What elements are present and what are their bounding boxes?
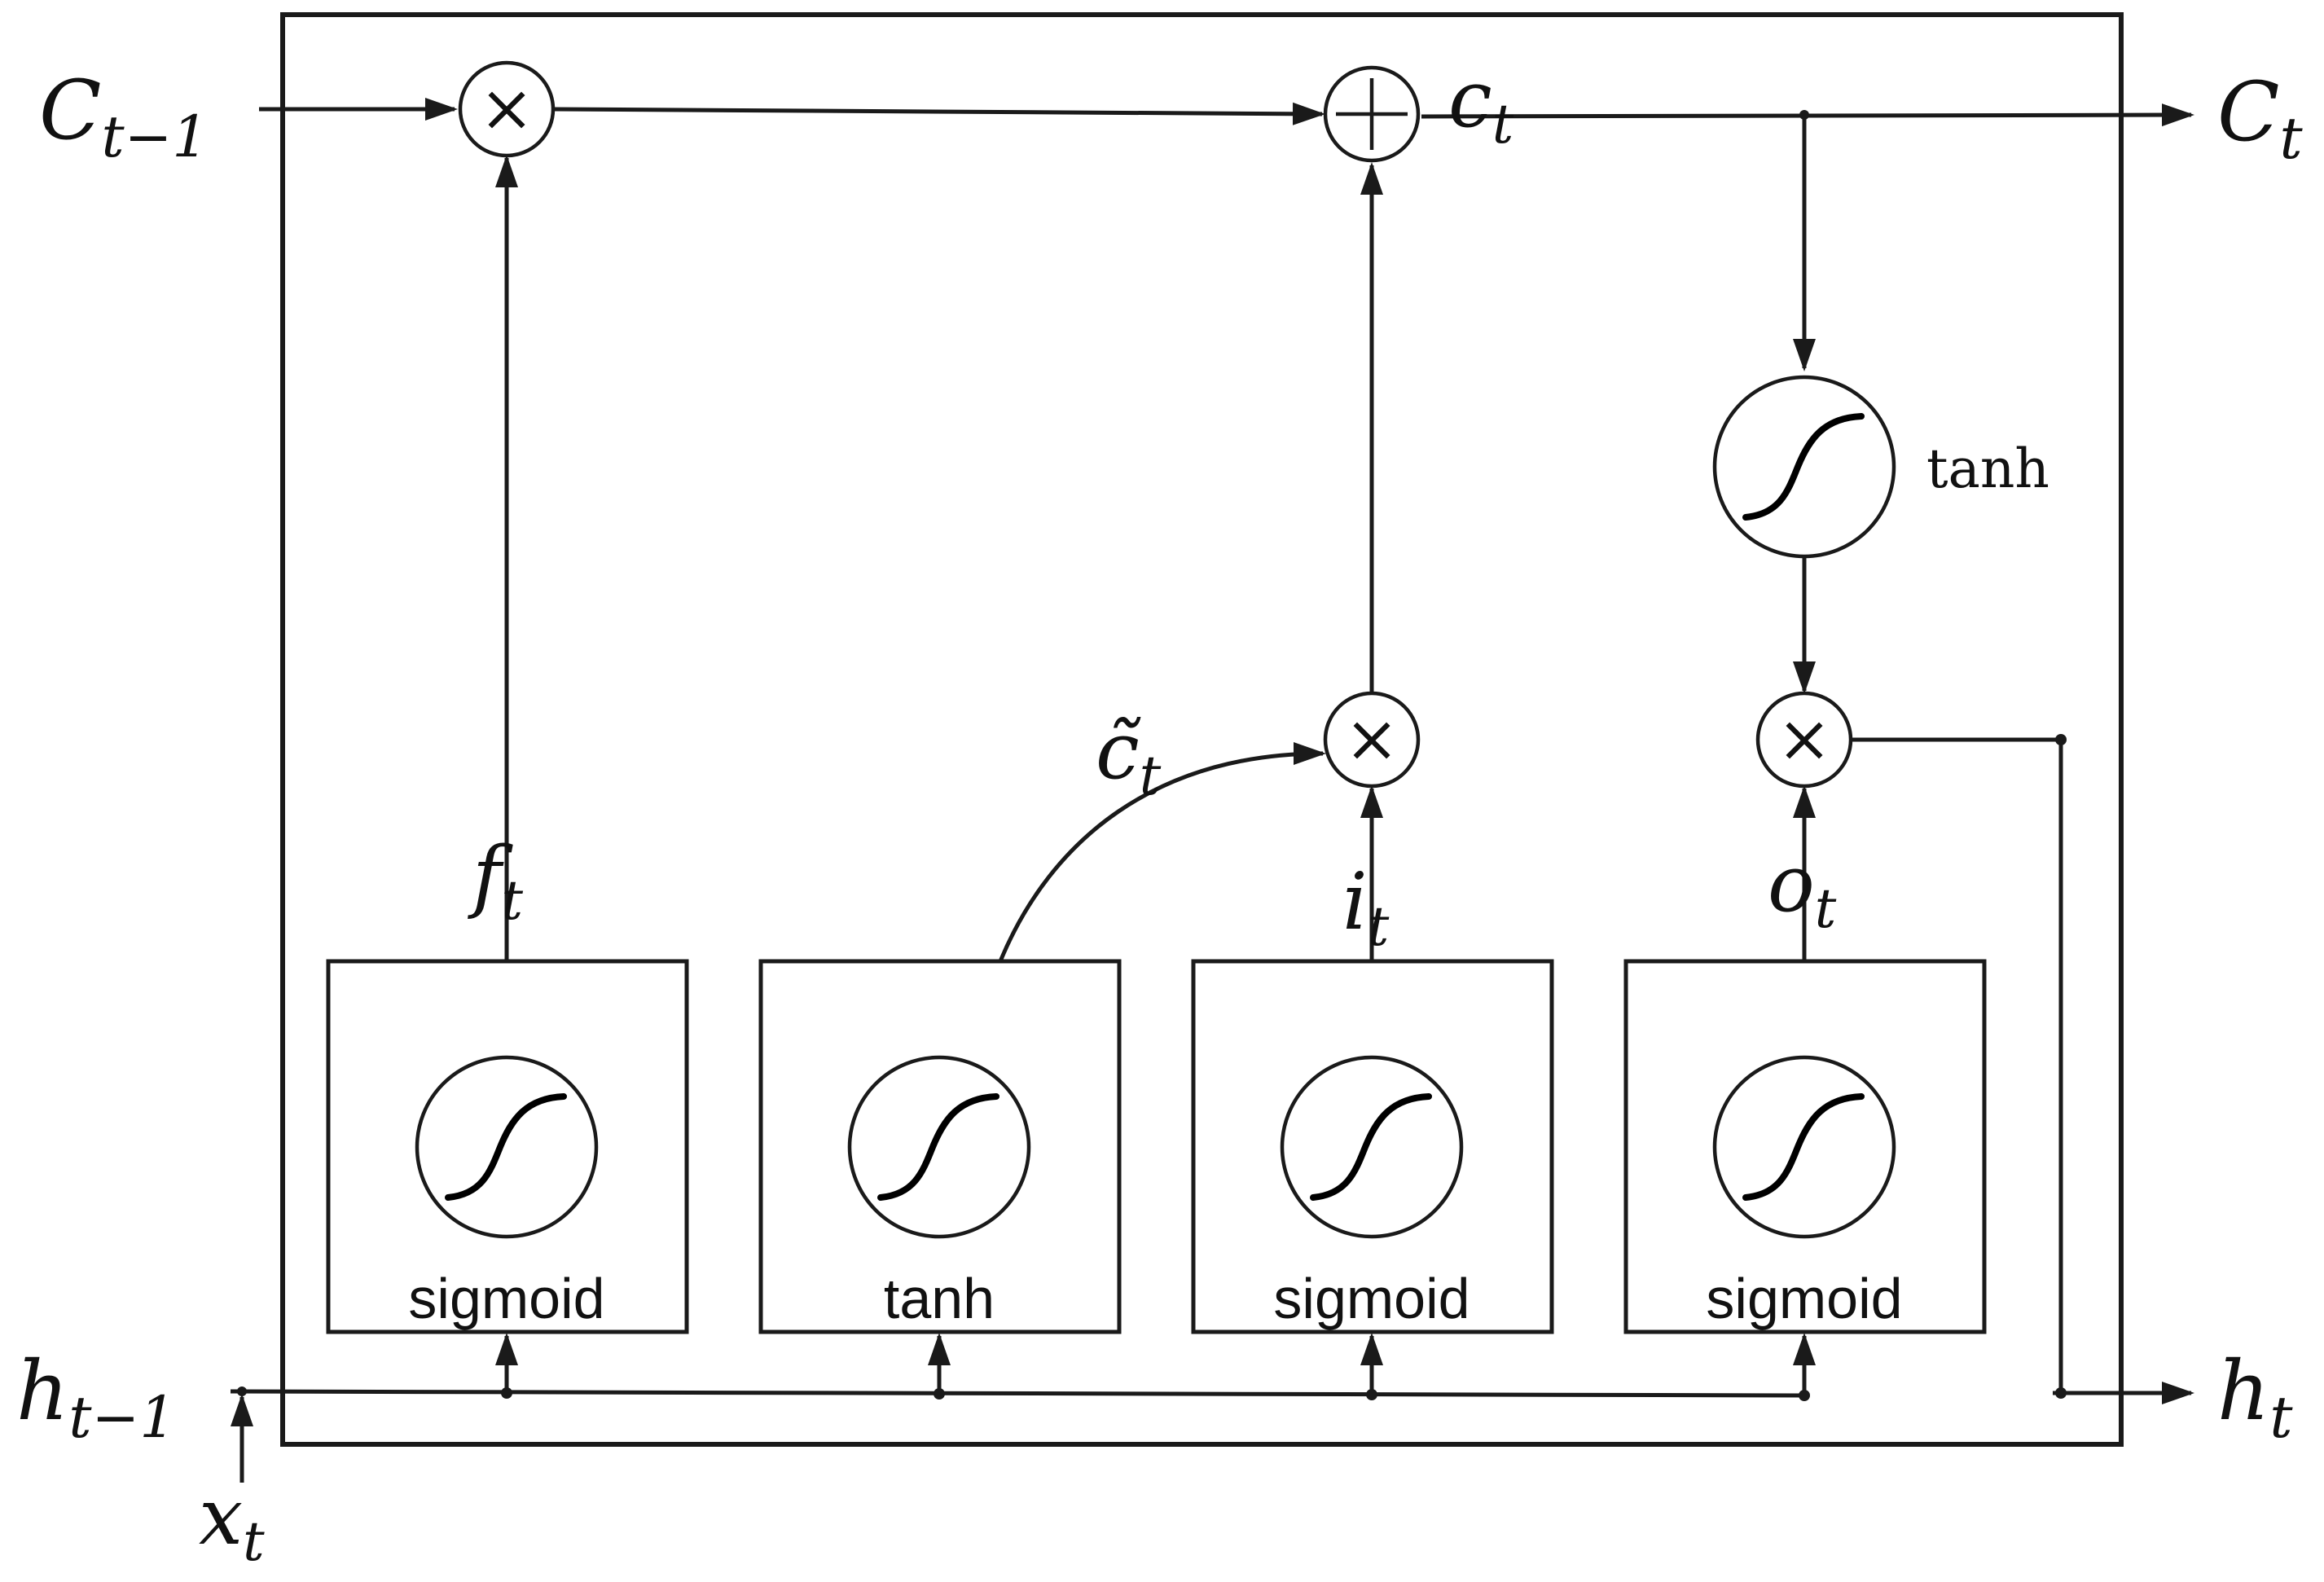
forget-multiply-symbol: × <box>479 70 534 146</box>
c-mid-line <box>553 102 1325 125</box>
bus-dot-input <box>1366 1389 1377 1400</box>
c-t-label: ct <box>1448 54 1514 156</box>
c-tilde-label: c̃t <box>1096 705 1162 807</box>
h-prev-bus-line <box>230 1389 1805 1398</box>
i-t-label: it <box>1342 856 1390 958</box>
output-tanh-label: tanh <box>1926 437 2049 500</box>
output-gate-label: sigmoid <box>1706 1267 1902 1330</box>
x-t-label: xt <box>199 1471 265 1573</box>
candidate-gate-output-curve <box>998 742 1326 962</box>
forget-gate-activation-node <box>415 1055 599 1239</box>
bus-dot-forget <box>501 1387 512 1399</box>
input-multiply-symbol: × <box>1344 701 1399 776</box>
h-prev-label: ht−1 <box>16 1343 176 1451</box>
input-gate-label: sigmoid <box>1273 1267 1470 1330</box>
bus-start-dot <box>237 1386 247 1396</box>
f-t-label: ft <box>468 830 524 932</box>
c-prev-label: Ct−1 <box>39 63 209 170</box>
ht-junction-dot <box>2055 1387 2067 1399</box>
h-next-label: ht <box>2217 1343 2293 1451</box>
candidate-gate-activation-node <box>847 1055 1031 1239</box>
candidate-gate-label: tanh <box>884 1267 995 1330</box>
output-tanh-node <box>1712 375 1896 559</box>
o-t-label: ot <box>1768 838 1837 940</box>
cell-frame <box>280 12 2124 1447</box>
bus-dot-candidate <box>934 1388 945 1400</box>
forget-gate-label: sigmoid <box>408 1267 604 1330</box>
bus-dot-output <box>1799 1390 1810 1401</box>
input-gate-activation-node <box>1280 1055 1464 1239</box>
c-next-label: Ct <box>2217 64 2304 172</box>
output-gate-activation-node <box>1712 1055 1896 1239</box>
output-multiply-symbol: × <box>1777 701 1831 776</box>
